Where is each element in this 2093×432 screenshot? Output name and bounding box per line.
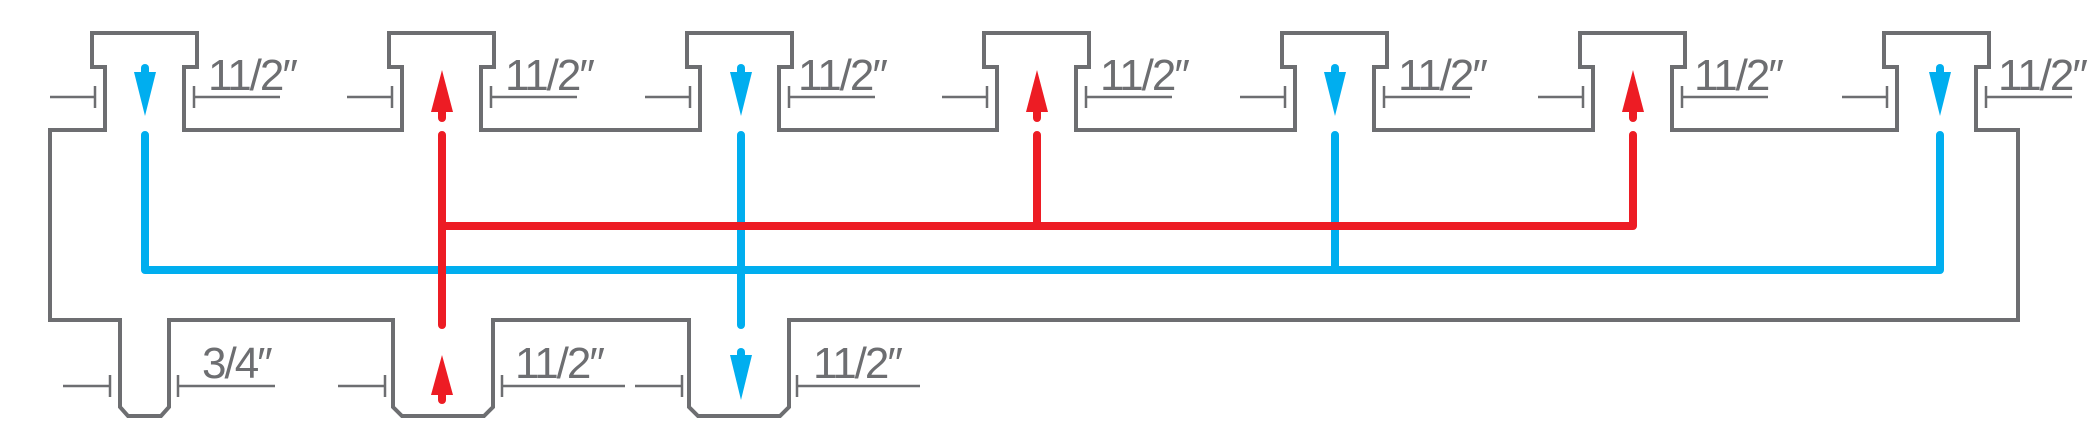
port-size-label: 11/2″ [505,51,594,100]
port-size-label: 3/4″ [202,339,272,388]
port-size-label: 11/2″ [798,51,887,100]
arrow-up-icon [431,70,453,112]
supply-flow [431,70,1644,404]
manifold-outline [48,31,2020,418]
port-size-label: 11/2″ [1100,51,1189,100]
port-size-label: 11/2″ [1694,51,1783,100]
arrow-down-icon [1929,72,1951,116]
arrow-up-icon [431,355,453,395]
arrow-down-icon [1324,72,1346,116]
port-size-label: 11/2″ [515,339,604,388]
arrow-down-icon [730,72,752,116]
port-size-label: 11/2″ [1998,51,2087,100]
supply-line [438,131,1637,329]
dimension-markers-top [50,86,2072,108]
port-size-label: 11/2″ [813,339,902,388]
port-size-label: 11/2″ [1398,51,1487,100]
arrow-down-icon [134,72,156,116]
arrow-up-icon [1026,70,1048,112]
dimension-markers-bottom [63,375,920,397]
return-flow [134,64,1951,400]
arrow-down-icon [730,355,752,400]
arrow-up-icon [1622,70,1644,112]
port-size-label: 11/2″ [208,51,297,100]
